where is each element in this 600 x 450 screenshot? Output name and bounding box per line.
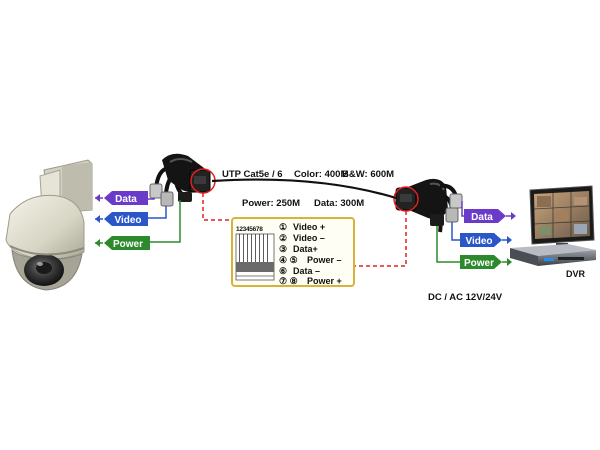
pinout-line-2-label: Video – [293, 233, 325, 243]
right-pointer-line [352, 211, 407, 267]
dome-camera [5, 159, 93, 291]
right-data-badge [464, 209, 506, 223]
left-signal-arrows [95, 194, 181, 247]
left-pointer-line [202, 193, 238, 221]
dvr-monitor [510, 185, 596, 266]
pinout-line-5-pins: ⑥ [279, 266, 287, 276]
cable-bw-distance: B&W: 600M [342, 169, 394, 180]
left-data-label: Data [115, 194, 137, 205]
pinout-line-5-label: Data – [293, 266, 320, 276]
left-video-balun [149, 153, 211, 207]
pinout-line-6-pins: ⑦ ⑧ [279, 276, 298, 286]
right-power-badge [460, 255, 502, 269]
pinout-line-4-pins: ④ ⑤ [279, 255, 298, 265]
right-video-label: Video [465, 236, 492, 247]
left-power-label: Power [113, 239, 143, 250]
pinout-line-3-pins: ③ [279, 244, 287, 254]
left-video-badge [104, 212, 148, 226]
left-video-label: Video [114, 215, 141, 226]
power-supply-label: DC / AC 12V/24V [428, 292, 503, 303]
cable-color-distance: Color: 400M [294, 169, 348, 180]
right-video-badge [460, 233, 502, 247]
pinout-line-6-label: Power + [307, 276, 342, 286]
right-data-label: Data [471, 212, 493, 223]
pinout-pin-numbers: 12345678 [236, 226, 263, 233]
left-data-badge [104, 191, 148, 205]
cable-spec-text: UTP Cat5e / 6 [222, 169, 283, 180]
right-video-balun [395, 178, 463, 233]
cable-data-distance: Data: 300M [314, 198, 364, 209]
pinout-box [231, 217, 355, 287]
dvr-label: DVR [566, 269, 586, 279]
pinout-legend: ① Video + ② Video – ③ Data+ ④ ⑤ Power – … [279, 222, 342, 286]
right-signal-arrows [436, 201, 516, 266]
pinout-line-3-label: Data+ [293, 244, 318, 254]
right-power-label: Power [464, 258, 494, 269]
utp-cable [211, 178, 397, 200]
pinout-line-1-label: Video + [293, 222, 325, 232]
left-power-badge [104, 236, 150, 250]
cable-power-distance: Power: 250M [242, 198, 300, 209]
pinout-line-4-label: Power – [307, 255, 342, 265]
pinout-line-2-pins: ② [279, 233, 287, 243]
pinout-line-1-pins: ① [279, 222, 287, 232]
